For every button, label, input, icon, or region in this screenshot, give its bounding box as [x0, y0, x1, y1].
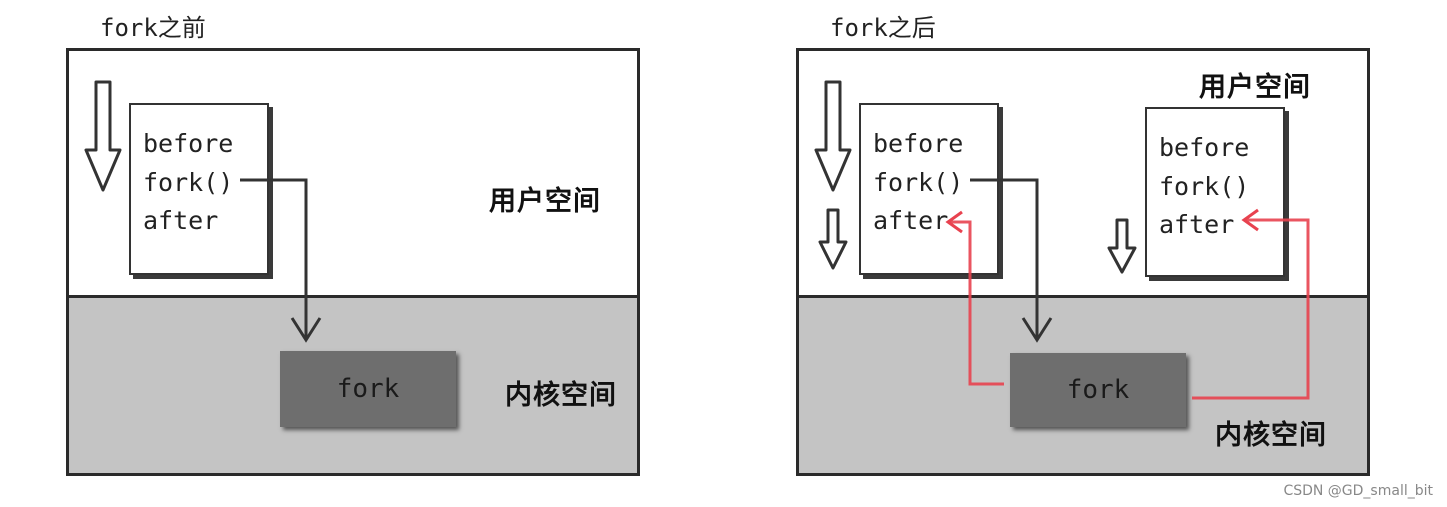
- call-arrow-icon: [970, 178, 1053, 343]
- parent-code-box: before fork() after: [859, 103, 999, 275]
- child-code-box: before fork() after: [1145, 107, 1285, 277]
- watermark: CSDN @GD_small_bit: [1283, 483, 1433, 499]
- down-arrow-icon: [84, 80, 122, 192]
- after-caption: fork之后: [830, 14, 936, 42]
- before-panel: before fork() after 用户空间 内核空间 fork: [66, 48, 640, 476]
- before-caption: fork之前: [100, 14, 206, 42]
- before-kernel-fork-box: fork: [280, 351, 456, 427]
- child-code-line-before: before: [1159, 133, 1250, 162]
- return-arrow-icon: [1192, 208, 1310, 400]
- after-kernel-fork-label: fork: [1066, 375, 1130, 405]
- down-arrow-icon: [814, 80, 852, 192]
- before-kernel-space-label: 内核空间: [505, 380, 617, 411]
- down-arrow-icon: [1107, 218, 1137, 274]
- code-line-after: after: [143, 206, 219, 235]
- code-line-before: before: [143, 129, 234, 158]
- parent-code-line-fork: fork(): [873, 168, 964, 197]
- down-arrow-icon: [818, 208, 848, 270]
- call-arrow-icon: [240, 178, 322, 343]
- before-user-space-label: 用户空间: [489, 186, 601, 217]
- after-user-space-label: 用户空间: [1199, 72, 1311, 103]
- child-code-line-fork: fork(): [1159, 172, 1250, 201]
- parent-code-line-before: before: [873, 129, 964, 158]
- parent-code-line-after: after: [873, 206, 949, 235]
- after-kernel-space-label: 内核空间: [1215, 420, 1327, 451]
- code-line-fork: fork(): [143, 168, 234, 197]
- before-kernel-fork-label: fork: [336, 374, 400, 404]
- return-arrow-icon: [945, 210, 1004, 386]
- after-panel: before fork() after before fork() after …: [796, 48, 1370, 476]
- before-code-box: before fork() after: [129, 103, 269, 275]
- child-code-line-after: after: [1159, 210, 1235, 239]
- after-kernel-fork-box: fork: [1010, 353, 1186, 427]
